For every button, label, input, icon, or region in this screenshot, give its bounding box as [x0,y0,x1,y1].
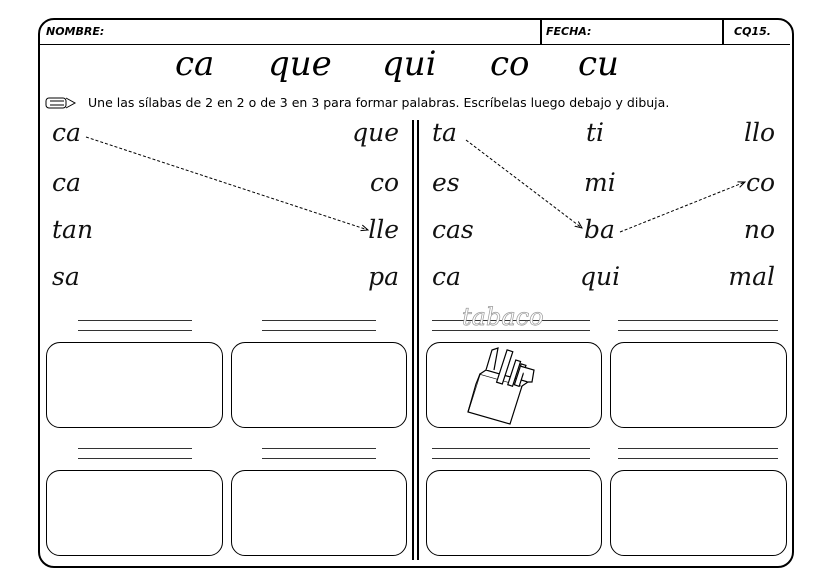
writing-line[interactable] [618,458,778,459]
drawing-box[interactable] [426,470,602,556]
syllable[interactable]: co [369,168,399,197]
syllable[interactable]: co [745,168,775,197]
writing-line[interactable] [78,448,192,449]
writing-line[interactable] [78,330,192,331]
date-field[interactable]: FECHA: [546,25,592,38]
syllable[interactable]: ca [52,168,81,197]
writing-line[interactable] [78,458,192,459]
writing-line[interactable] [432,320,590,321]
instruction-text: Une las sílabas de 2 en 2 o de 3 en 3 pa… [88,95,670,110]
arrow [85,136,368,230]
divider [722,18,724,44]
syllable[interactable]: mi [584,168,616,197]
syllable[interactable]: no [743,215,775,244]
drawing-box[interactable] [231,470,407,556]
drawing-box[interactable] [610,342,787,428]
writing-line[interactable] [432,458,590,459]
writing-line[interactable] [618,448,778,449]
pencil-icon [45,97,77,109]
example-word: tabaco [462,303,544,332]
center-divider [417,120,419,560]
arrow [465,139,582,228]
writing-line[interactable] [262,458,376,459]
drawing-box[interactable] [46,470,223,556]
title-syllable: co [490,44,530,84]
syllable[interactable]: cas [432,215,474,244]
writing-line[interactable] [262,320,376,321]
syllable[interactable]: sa [52,262,80,291]
sheet-code: CQ15. [734,25,771,38]
writing-line[interactable] [78,320,192,321]
worksheet-frame [38,18,794,568]
writing-line[interactable] [618,330,778,331]
syllable[interactable]: tan [52,215,94,244]
syllable[interactable]: llo [743,118,775,147]
drawing-box[interactable] [426,342,602,428]
drawing-box[interactable] [610,470,787,556]
syllable[interactable]: es [432,168,460,197]
divider [540,18,542,44]
writing-line[interactable] [262,330,376,331]
writing-line[interactable] [618,320,778,321]
syllable[interactable]: ta [432,118,457,147]
title-syllable: ca [175,44,215,84]
writing-line[interactable] [262,448,376,449]
syllable[interactable]: ca [52,118,81,147]
drawing-box[interactable] [46,342,223,428]
title-syllable: qui [382,44,437,84]
title-syllable: cu [578,44,619,84]
title-syllable: que [268,44,332,84]
syllable[interactable]: que [352,118,399,147]
syllable[interactable]: pa [368,262,399,291]
syllable[interactable]: lle [368,215,399,244]
syllable[interactable]: ti [586,118,605,147]
writing-line[interactable] [432,330,590,331]
drawing-box[interactable] [231,342,407,428]
syllable[interactable]: qui [580,262,621,291]
arrow [619,182,745,233]
syllable[interactable]: ba [584,215,615,244]
center-divider [412,120,414,560]
syllable[interactable]: ca [432,262,461,291]
writing-line[interactable] [432,448,590,449]
header-divider [40,18,790,45]
syllable[interactable]: mal [728,262,775,291]
cigarette-pack-icon [467,347,535,425]
